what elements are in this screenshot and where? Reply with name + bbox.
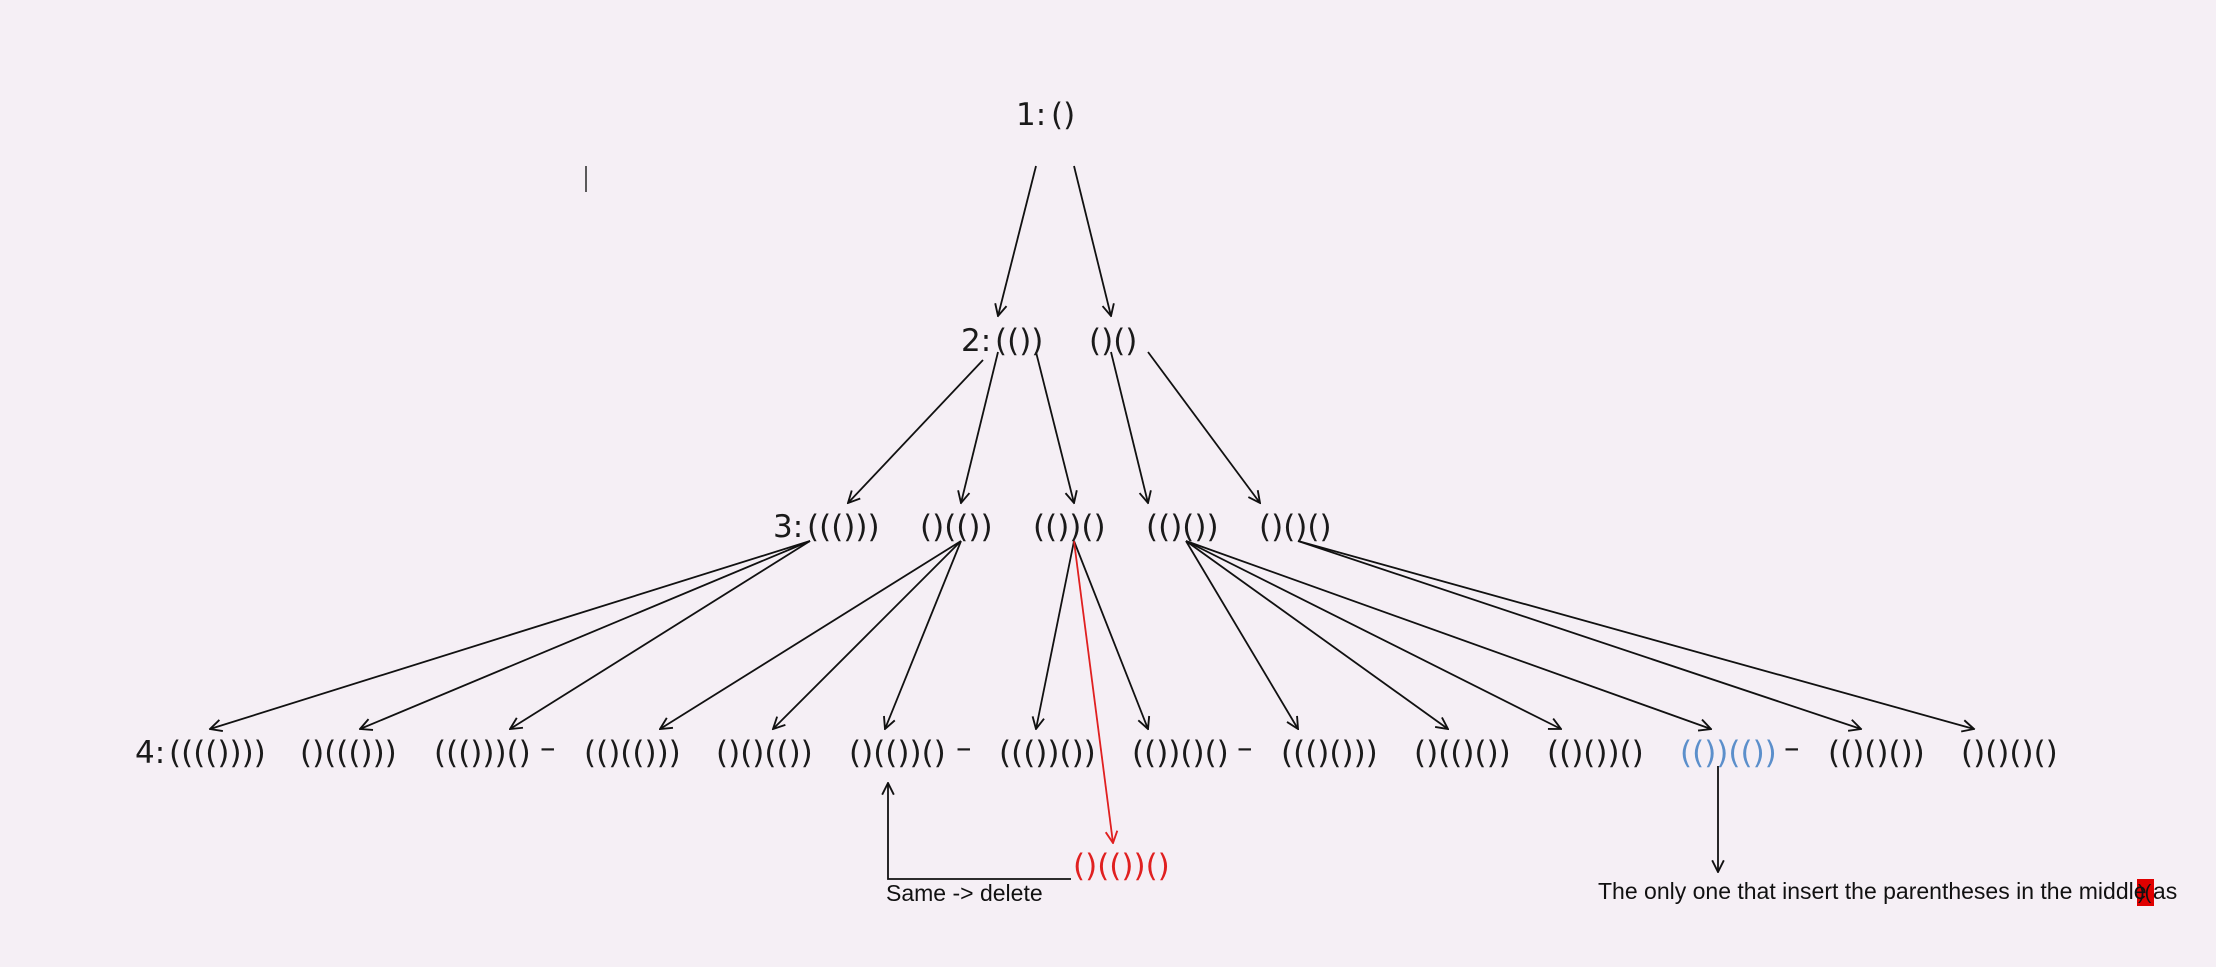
node-level1: () — [1051, 97, 1075, 133]
node-level4-04: (()(())) — [584, 735, 681, 771]
same-delete-note: Same -> delete — [886, 880, 1043, 906]
edge-2a-3b — [961, 351, 999, 503]
edge-3c-4-08 — [1073, 540, 1148, 729]
node-level3-a: ((())) — [807, 509, 880, 545]
node-level4-03: ((()))() — [434, 735, 531, 771]
node-level4-06: ()(())() — [849, 735, 946, 771]
separator-1: – — [540, 730, 556, 766]
level-1-label: 1: — [1016, 97, 1046, 133]
edge-1-2b — [1073, 165, 1111, 316]
node-level4-10: ()(()()) — [1414, 735, 1511, 771]
node-level4-11: (()())() — [1547, 735, 1644, 771]
edge-3c-dup — [1073, 540, 1113, 843]
edge-3d-4-10 — [1185, 540, 1448, 729]
edge-3a-4-01 — [210, 540, 811, 729]
edge-3d-4-12 — [1185, 540, 1711, 729]
node-level4-08: (())()() — [1132, 735, 1229, 771]
edge-1-2a — [998, 165, 1037, 316]
edge-3a-4-03 — [510, 540, 811, 729]
level-2-label: 2: — [961, 323, 991, 359]
edge-3c-4-07 — [1036, 540, 1075, 729]
node-level3-c: (())() — [1033, 509, 1106, 545]
separator-3: – — [1237, 730, 1253, 766]
separator-4: – — [1784, 730, 1800, 766]
edge-2a-3a — [848, 359, 984, 503]
middle-insert-note: The only one that insert the parentheses… — [1598, 878, 2177, 904]
edge-3d-4-11 — [1185, 540, 1561, 729]
node-level3-d: (()()) — [1146, 509, 1219, 545]
tree-edges — [210, 165, 1974, 880]
node-level4-09: ((()())) — [1281, 735, 1378, 771]
edge-3b-4-04 — [660, 540, 962, 729]
edge-2a-3c — [1035, 351, 1074, 503]
node-level2-b: ()() — [1089, 323, 1137, 359]
level-4-label: 4: — [135, 735, 165, 771]
edge-3d-4-09 — [1185, 540, 1298, 729]
separator-2: – — [956, 730, 972, 766]
node-level4-07: ((())()) — [999, 735, 1096, 771]
node-level4-14: ()()()() — [1961, 735, 2058, 771]
highlight-box — [2137, 879, 2154, 906]
edge-3b-4-06 — [885, 540, 962, 729]
node-level3-e: ()()() — [1259, 509, 1332, 545]
edge-2b-3d — [1110, 351, 1148, 503]
node-level4-12-special: (())(()) — [1680, 735, 1777, 771]
duplicate-node: ()(())() — [1073, 848, 1170, 884]
highlight-text: )( — [2138, 882, 2152, 904]
edge-2b-3e — [1147, 351, 1260, 503]
level-3-label: 3: — [773, 509, 803, 545]
node-level4-13: (()()()) — [1828, 735, 1925, 771]
edge-3e-4-14 — [1297, 540, 1974, 729]
node-level4-01: (((()))) — [169, 735, 266, 771]
edge-3b-4-05 — [773, 540, 962, 729]
node-level2-a: (()) — [995, 323, 1043, 359]
edge-3a-4-02 — [360, 540, 811, 729]
same-delete-connector — [888, 783, 1071, 880]
node-level3-b: ()(()) — [920, 509, 993, 545]
node-level4-05: ()()(()) — [716, 735, 813, 771]
edge-3e-4-13 — [1297, 540, 1861, 729]
node-level4-02: ()((())) — [300, 735, 397, 771]
